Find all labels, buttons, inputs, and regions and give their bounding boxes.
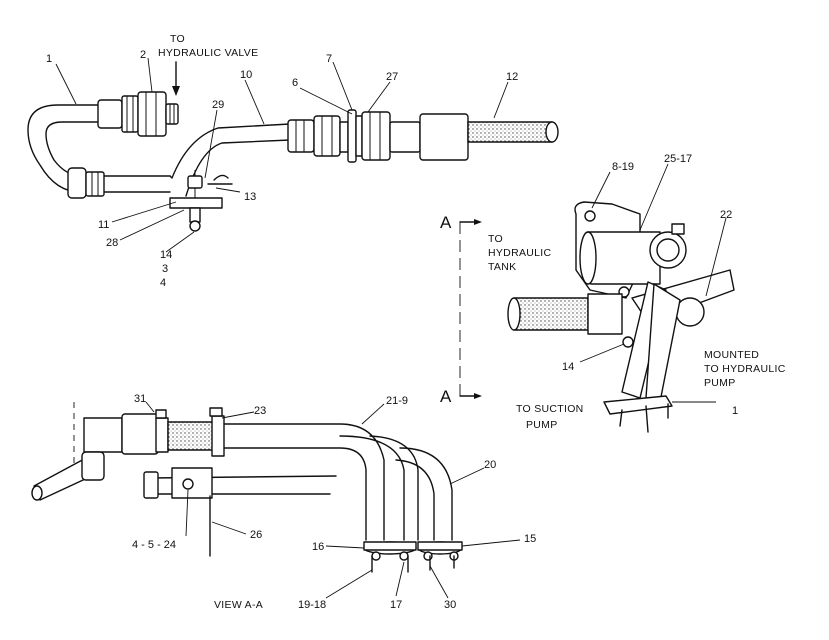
callout-20: 20	[484, 459, 496, 471]
callout-27: 27	[386, 71, 398, 83]
callout-25-17: 25-17	[664, 153, 692, 165]
callout-4: 4	[160, 277, 166, 289]
callout-labels: 1 2 10 6 7 27 12 29 13 11 28 14 3 4 8-19…	[46, 49, 738, 611]
callout-14b: 14	[562, 361, 574, 373]
callout-11: 11	[98, 219, 109, 231]
callout-29: 29	[212, 99, 224, 111]
to-suction-line2: PUMP	[526, 419, 558, 431]
pump-mount-assembly	[459, 201, 735, 433]
callout-28: 28	[106, 237, 118, 249]
callout-23: 23	[254, 405, 266, 417]
callout-17: 17	[390, 599, 402, 611]
callout-10: 10	[240, 69, 252, 81]
to-hydraulic-tank-line2: HYDRAULIC	[488, 247, 551, 259]
view-caption: VIEW A-A	[214, 599, 263, 611]
callout-22: 22	[720, 209, 732, 221]
to-hydraulic-valve-line2: HYDRAULIC VALVE	[158, 47, 258, 59]
view-a-a-assembly	[31, 402, 463, 573]
right-leader-lines	[579, 163, 727, 363]
callout-2: 2	[140, 49, 146, 61]
to-hydraulic-tank-line1: TO	[488, 233, 503, 245]
callout-7: 7	[326, 53, 332, 65]
callout-8-19: 8-19	[612, 161, 634, 173]
to-hydraulic-valve-line1: TO	[170, 33, 185, 45]
upper-hose-assembly	[27, 61, 559, 232]
callout-15: 15	[524, 533, 536, 545]
callout-19-18: 19-18	[298, 599, 326, 611]
callout-1: 1	[46, 53, 52, 65]
section-a-bottom: A	[440, 387, 452, 406]
section-a-top: A	[440, 213, 452, 232]
callout-26: 26	[250, 529, 262, 541]
callout-12: 12	[506, 71, 518, 83]
callout-14: 14	[160, 249, 172, 261]
to-hydraulic-tank-line3: TANK	[488, 261, 516, 273]
callout-3: 3	[162, 263, 168, 275]
mounted-line2: TO HYDRAULIC	[704, 363, 786, 375]
callout-16: 16	[312, 541, 324, 553]
callout-13: 13	[244, 191, 256, 203]
to-suction-line1: TO SUCTION	[516, 403, 584, 415]
upper-leader-lines	[55, 57, 509, 253]
callout-6: 6	[292, 77, 298, 89]
mounted-line3: PUMP	[704, 377, 736, 389]
callout-1b: 1	[732, 405, 738, 417]
callout-31: 31	[134, 393, 146, 405]
callout-4-5-24: 4 - 5 - 24	[132, 539, 176, 551]
mounted-line1: MOUNTED	[704, 349, 759, 361]
lower-leader-lines	[145, 401, 521, 599]
callout-21-9: 21-9	[386, 395, 408, 407]
annotation-texts: TO HYDRAULIC VALVE A TO HYDRAULIC TANK M…	[158, 33, 786, 611]
callout-30: 30	[444, 599, 456, 611]
